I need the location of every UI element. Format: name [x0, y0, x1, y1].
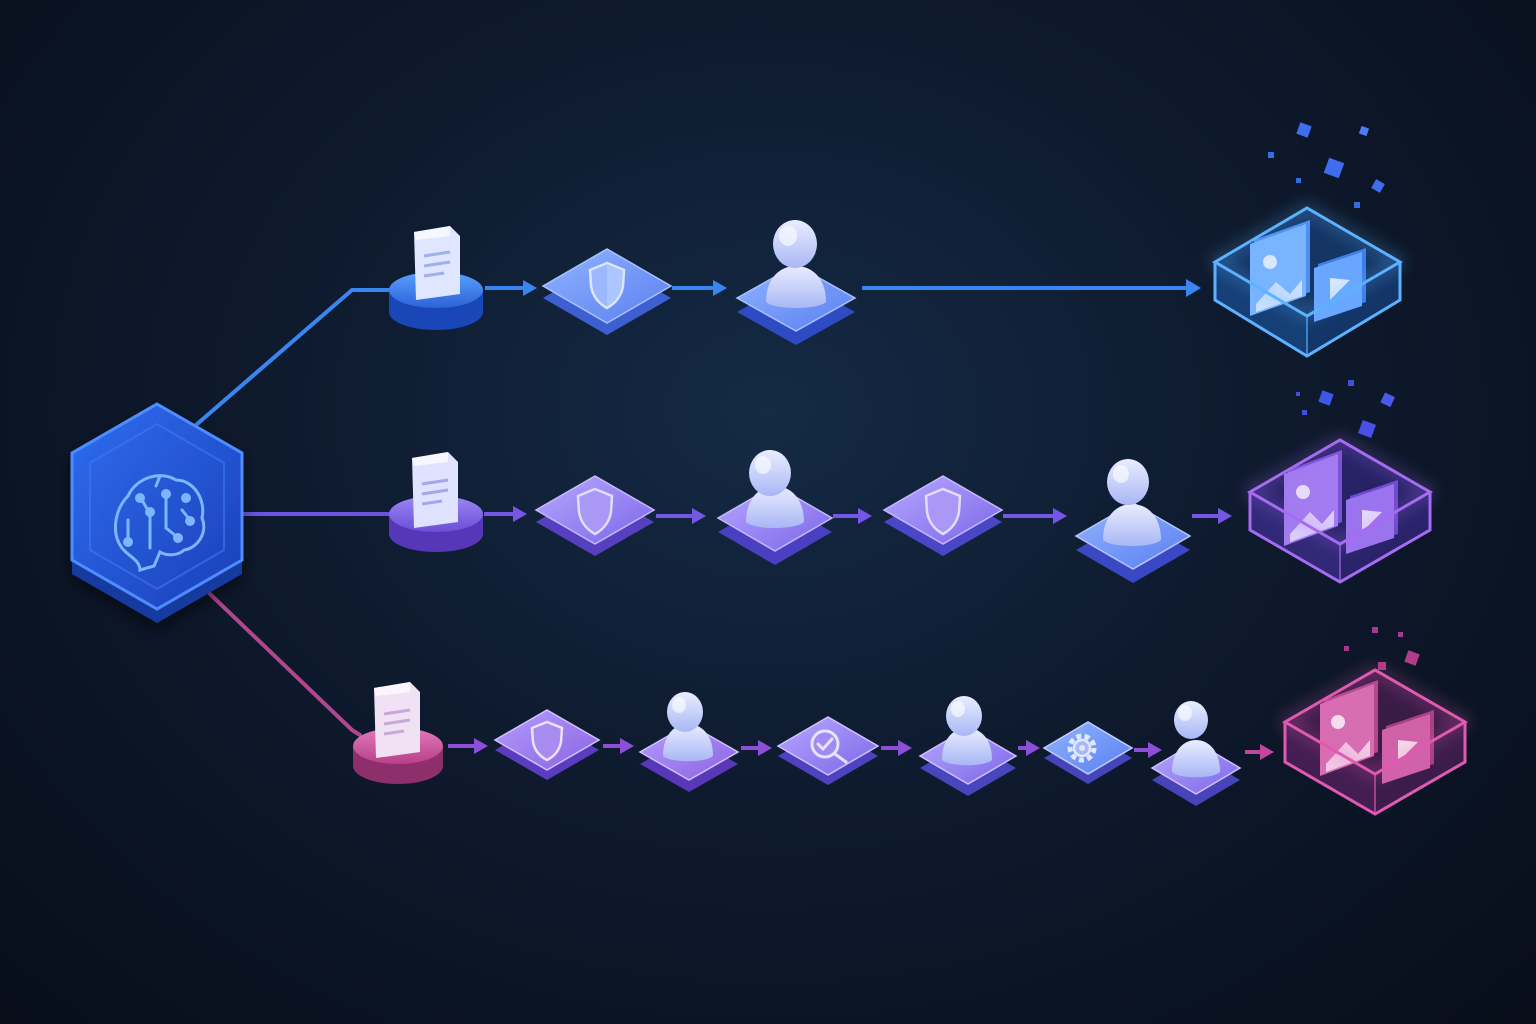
user-icon: [942, 696, 992, 766]
document-step[interactable]: [389, 452, 483, 552]
arrow: [1018, 740, 1040, 756]
arrow: [1245, 744, 1274, 760]
shield-step[interactable]: [541, 248, 673, 335]
user-step[interactable]: [1074, 459, 1192, 583]
source-ai-node[interactable]: [70, 402, 244, 623]
image-icon: [1284, 450, 1342, 546]
arrow: [862, 279, 1201, 297]
shield-icon: [924, 487, 962, 536]
particle-cluster: [1344, 627, 1420, 670]
document-icon: [412, 452, 458, 528]
arrow: [485, 280, 537, 296]
gear-step[interactable]: [1042, 721, 1134, 784]
document-icon: [414, 226, 460, 300]
user-step[interactable]: [638, 692, 740, 792]
shield-icon: [530, 720, 564, 762]
arrow: [1134, 742, 1162, 758]
search-check-step[interactable]: [776, 716, 880, 785]
shield-step[interactable]: [882, 475, 1004, 556]
user-icon: [766, 220, 826, 308]
user-step[interactable]: [1150, 701, 1242, 806]
user-icon: [1172, 701, 1220, 778]
document-icon: [374, 682, 420, 758]
connector-source-lane-1: [194, 288, 394, 427]
connectors: [194, 279, 1274, 760]
shield-step[interactable]: [493, 709, 601, 780]
output-media-box[interactable]: [1247, 438, 1433, 584]
particle-cluster: [1268, 122, 1385, 208]
user-icon: [663, 692, 713, 762]
document-step[interactable]: [389, 226, 483, 330]
output-media-box[interactable]: [1212, 206, 1403, 358]
user-step[interactable]: [918, 696, 1018, 796]
shield-step[interactable]: [534, 475, 656, 556]
brain-circuit-icon: [113, 474, 206, 572]
user-icon: [1103, 459, 1161, 546]
particle-cluster: [1296, 380, 1395, 438]
document-step[interactable]: [353, 682, 443, 784]
gear-icon: [1067, 733, 1097, 763]
output-media-box[interactable]: [1282, 668, 1468, 816]
arrow: [448, 738, 488, 754]
user-icon: [746, 450, 804, 528]
search-check-icon: [810, 729, 848, 764]
arrow: [656, 508, 706, 524]
arrow: [833, 508, 872, 524]
image-icon: [1320, 680, 1378, 776]
arrow: [1192, 508, 1232, 524]
image-icon: [1250, 220, 1310, 316]
arrow: [672, 280, 727, 296]
arrow: [741, 740, 772, 756]
arrow: [603, 738, 634, 754]
lane-1: [389, 122, 1403, 358]
shield-icon: [588, 261, 626, 310]
user-step[interactable]: [735, 220, 857, 345]
lane-3: [353, 627, 1468, 816]
arrow: [881, 740, 912, 756]
user-step[interactable]: [716, 450, 834, 565]
arrow: [484, 506, 527, 522]
arrow: [1003, 508, 1067, 524]
connector-source-lane-3: [208, 592, 362, 737]
lane-2: [389, 380, 1433, 584]
play-icon: [1382, 710, 1434, 784]
shield-icon: [576, 487, 614, 536]
